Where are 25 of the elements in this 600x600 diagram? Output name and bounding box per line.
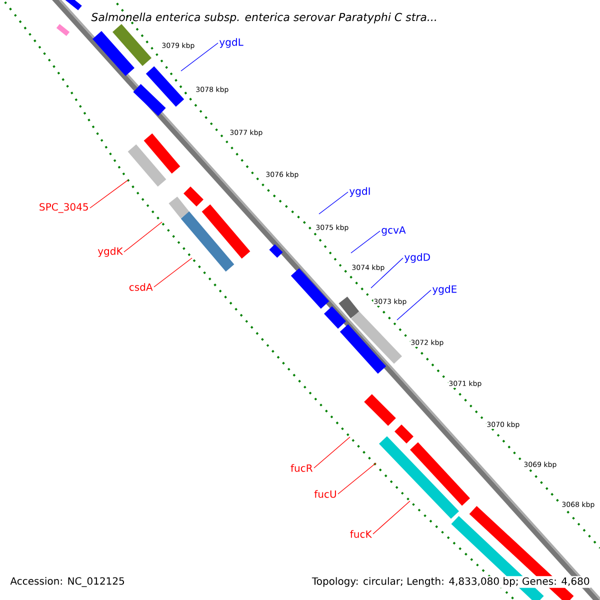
leader-line	[180, 42, 218, 72]
leader-line	[318, 192, 348, 214]
leader-line	[370, 258, 404, 288]
gene-label: ygdL	[220, 38, 244, 48]
leader-line	[396, 290, 432, 320]
gene-label: ygdI	[350, 187, 370, 197]
leader-line	[90, 180, 128, 208]
gene-label: fucU	[314, 490, 336, 498]
leader-line	[372, 500, 410, 534]
leader-line	[350, 230, 380, 254]
genome-info-text: Topology: circular; Length: 4,833,080 bp; Genes: 4,680	[310, 576, 591, 588]
accession-text: Accession: NC_012125	[9, 576, 126, 588]
leader-line	[154, 258, 192, 288]
gene-label: SPC_3045	[40, 203, 88, 213]
gene-label: ygdK	[98, 247, 124, 257]
gene-label: ygdD	[404, 253, 430, 263]
leader-line	[338, 462, 376, 494]
gene-label: csdA	[129, 283, 153, 291]
title: Salmonella enterica subsp. enterica serovar Paratyphi C stra...	[91, 12, 436, 24]
gene-label: ygdE	[432, 285, 456, 295]
gene-label: fucR	[290, 464, 313, 472]
gene-label: gcvA	[382, 226, 406, 236]
leader-line	[314, 436, 350, 468]
leader-line	[124, 222, 162, 252]
gene-label: fucK	[350, 530, 372, 538]
